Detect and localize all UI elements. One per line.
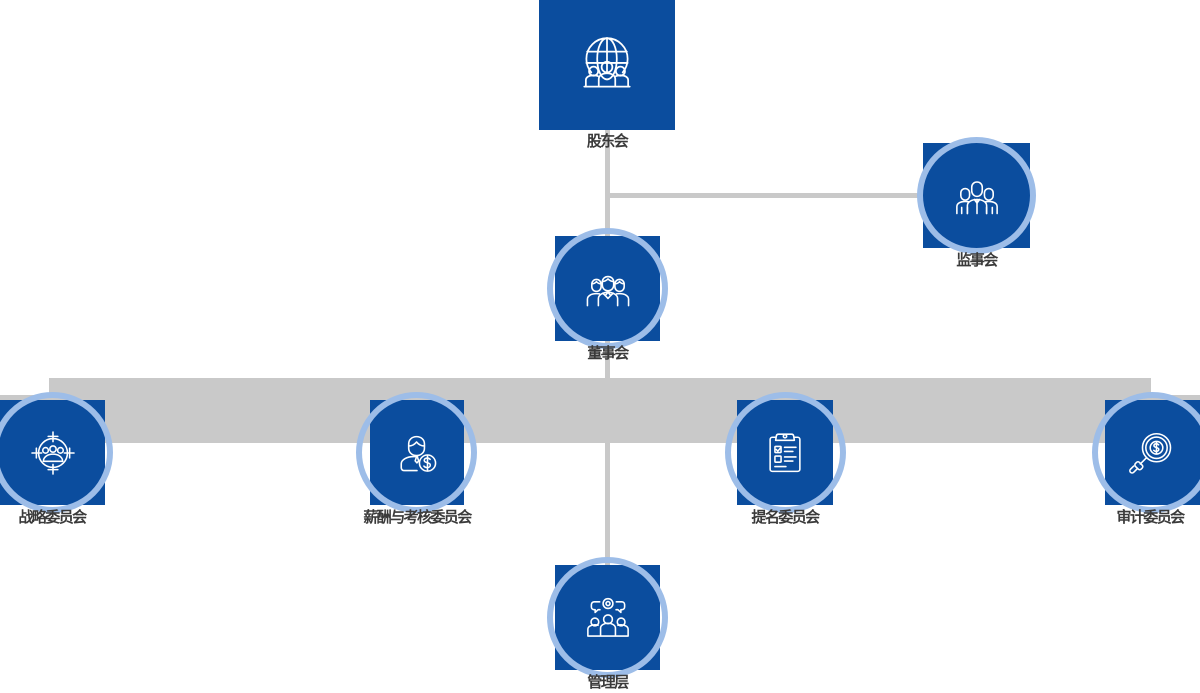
connector-shareholders-to-board [605,130,610,242]
node-compensation-committee[interactable]: 薪酬与考核委员会 [356,392,477,525]
board-tile[interactable] [547,228,668,349]
clipboard-checklist-icon [757,425,813,481]
supervisors-label: 监事会 [956,251,998,269]
compensation-label: 薪酬与考核委员会 [363,508,472,526]
audit-tile[interactable] [1092,392,1200,513]
connector-shareholders-to-supervisors [605,193,930,198]
nomination-tile[interactable] [725,392,846,513]
shareholders-tile[interactable] [539,0,675,130]
strategy-label: 战略委员会 [18,508,87,526]
node-strategy-committee[interactable]: 战略委员会 [0,392,113,525]
people-group-icon [580,261,636,317]
node-board[interactable]: 董事会 [547,228,668,361]
connector-board-to-management [605,341,610,573]
management-tile[interactable] [547,557,668,678]
node-audit-committee[interactable]: 审计委员会 [1092,392,1200,525]
board-label: 董事会 [587,344,629,362]
person-dollar-icon [389,425,445,481]
management-label: 管理层 [587,673,629,691]
connector-bus-bar [49,378,1151,395]
magnifier-dollar-icon [1125,425,1181,481]
globe-people-icon [574,32,640,98]
three-people-icon [949,168,1005,224]
compensation-tile[interactable] [356,392,477,513]
node-supervisors[interactable]: 监事会 [917,137,1036,268]
node-shareholders[interactable]: 股东会 [539,0,675,149]
strategy-tile[interactable] [0,392,113,513]
node-management[interactable]: 管理层 [547,557,668,690]
nomination-label: 提名委员会 [751,508,820,526]
node-nomination-committee[interactable]: 提名委员会 [725,392,846,525]
audit-label: 审计委员会 [1116,508,1185,526]
target-people-icon [25,425,81,481]
meeting-team-icon [580,590,636,646]
shareholders-label: 股东会 [586,132,629,150]
supervisors-tile[interactable] [917,137,1036,254]
connector-bus-bar-wide [0,395,1200,443]
